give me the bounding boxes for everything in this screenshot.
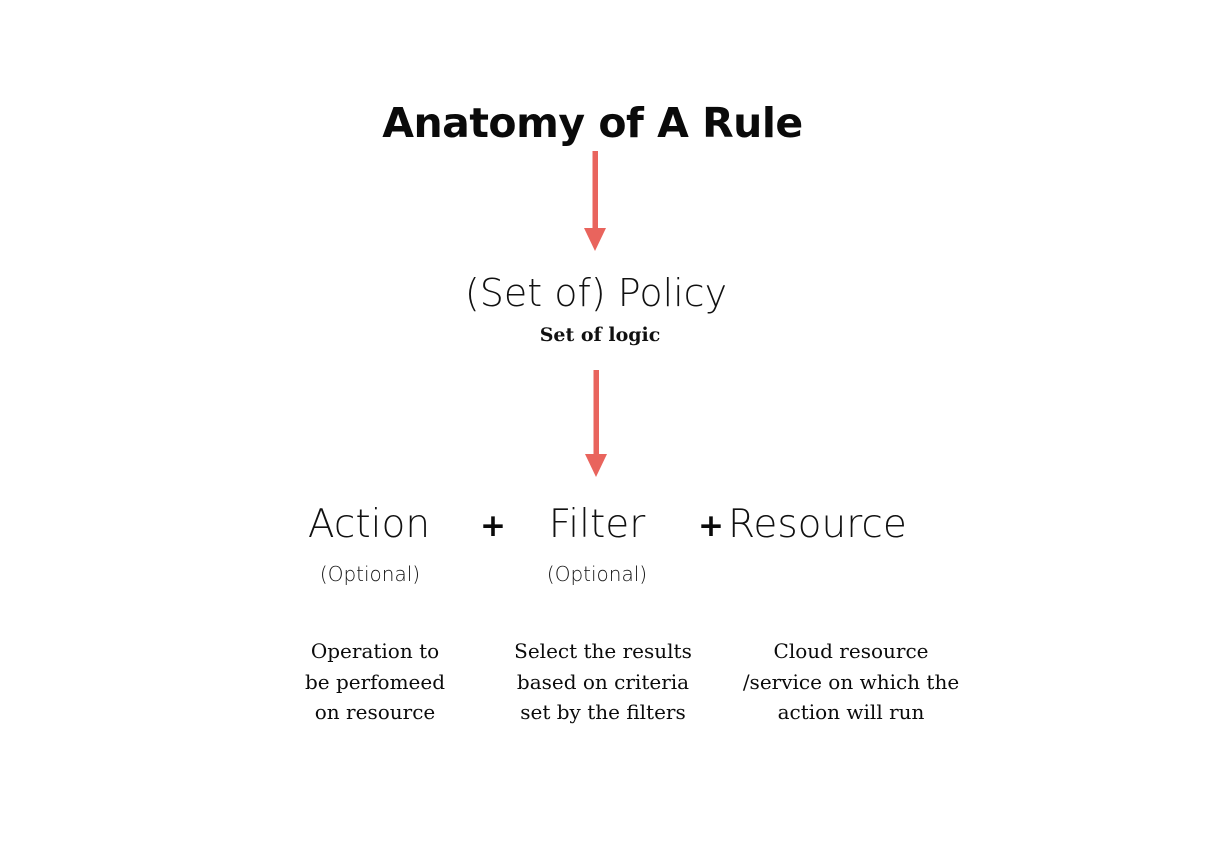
description-line: Select the results [514,639,692,663]
optional-label-action: (Optional) [319,562,421,586]
component-description-resource: Cloud resource /service on which the act… [726,636,976,728]
component-description-filter: Select the results based on criteria set… [503,636,703,728]
component-term-action: Action [307,502,431,547]
description-line: on resource [314,700,436,724]
description-line: /service on which the [742,669,960,694]
description-line: set by the filters [520,700,686,724]
policy-description: Set of logic [539,324,661,346]
description-line: based on criteria [516,669,690,694]
description-line: action will run [777,700,925,724]
component-descriptions: Operation to be perfomeed on resource Se… [0,636,1216,736]
plus-operator-2: + [698,508,724,544]
description-line: be perfomeed [304,669,446,694]
arrow-title-to-policy [584,151,606,251]
page-title: Anatomy of A Rule [382,99,803,147]
component-term-filter: Filter [548,502,646,547]
optional-label-filter: (Optional) [546,562,648,586]
component-term-resource: Resource [728,502,907,547]
arrow-policy-to-components [585,370,607,477]
components-row: Action + Filter + Resource [0,502,1216,555]
policy-term: (Set of) Policy [464,271,728,315]
description-line: Operation to [310,639,440,663]
description-line: Cloud resource [773,639,929,663]
component-description-action: Operation to be perfomeed on resource [275,636,475,728]
plus-operator-1: + [480,508,506,544]
